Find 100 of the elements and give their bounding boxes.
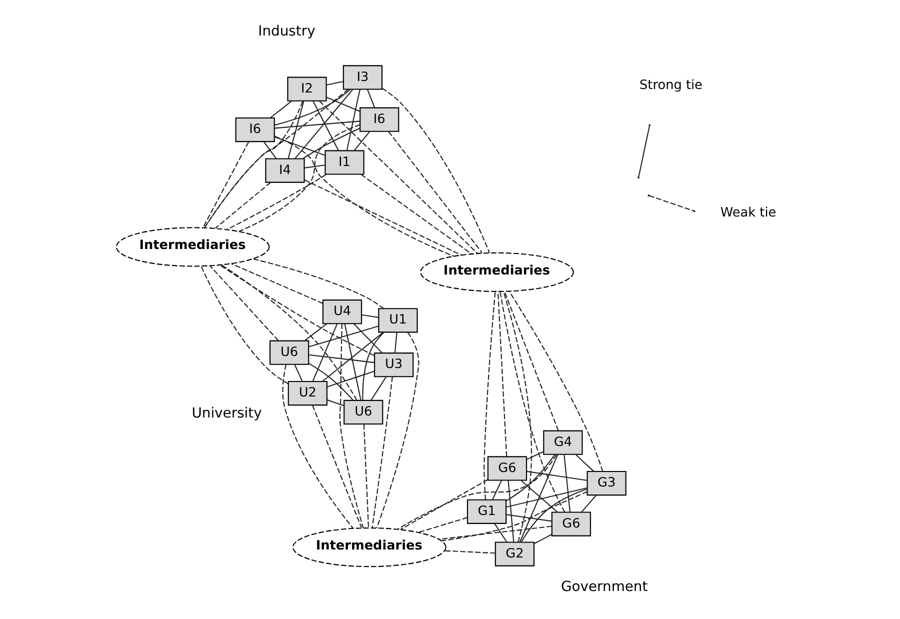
node-box: G3 xyxy=(586,470,626,496)
connector xyxy=(371,376,392,528)
node-box: G2 xyxy=(494,542,534,566)
connector xyxy=(304,179,462,256)
connector xyxy=(338,324,364,528)
connector xyxy=(252,258,384,310)
connector xyxy=(370,376,386,401)
connector xyxy=(200,266,288,384)
connector xyxy=(344,324,361,400)
connector xyxy=(312,323,338,382)
node-box: G6 xyxy=(486,456,527,481)
legend-label: Strong tie xyxy=(639,78,702,93)
connector xyxy=(308,362,353,400)
connector xyxy=(438,526,552,540)
connector xyxy=(520,480,558,513)
connector xyxy=(294,88,353,159)
label: Government xyxy=(560,578,648,595)
connector xyxy=(321,332,383,382)
label: Industry xyxy=(258,23,315,40)
node-ellipse: Intermediaries xyxy=(420,252,574,292)
connector xyxy=(274,136,325,156)
node-box: G6 xyxy=(550,512,590,536)
connector xyxy=(499,291,565,512)
node-box: U6 xyxy=(268,340,309,365)
connector xyxy=(494,523,507,542)
connector xyxy=(270,100,292,118)
connector xyxy=(361,314,378,318)
connector xyxy=(574,454,594,472)
connector xyxy=(520,488,587,542)
connector xyxy=(308,326,378,348)
node-box: I1 xyxy=(324,150,364,175)
connector xyxy=(506,487,587,508)
node-box: U6 xyxy=(343,400,383,425)
connector xyxy=(204,101,303,228)
connector xyxy=(418,517,468,533)
connector xyxy=(496,291,507,457)
connector xyxy=(274,136,454,257)
connector xyxy=(219,264,374,356)
node-box: I6 xyxy=(359,107,399,132)
node-box: I4 xyxy=(264,158,304,183)
connector xyxy=(360,174,472,254)
connector xyxy=(397,454,556,530)
connector xyxy=(376,332,419,528)
node-ellipse: Intermediaries xyxy=(292,527,446,568)
connector xyxy=(444,550,495,554)
connector xyxy=(502,291,532,542)
connector xyxy=(221,264,357,400)
connector xyxy=(326,81,343,86)
connector xyxy=(362,424,369,528)
node-box: I6 xyxy=(234,117,274,142)
legend-label: Weak tie xyxy=(720,206,776,221)
connector xyxy=(526,451,544,460)
label: University xyxy=(191,405,262,422)
connector xyxy=(353,131,370,151)
connector xyxy=(366,89,375,108)
connector xyxy=(209,266,278,341)
connector xyxy=(274,88,350,126)
connector xyxy=(230,263,322,304)
connector xyxy=(304,164,325,168)
connector xyxy=(346,89,360,151)
connector xyxy=(304,323,326,341)
connector xyxy=(287,100,304,159)
connector xyxy=(533,534,552,544)
connector xyxy=(563,454,570,512)
node-box: I2 xyxy=(286,76,326,102)
connector xyxy=(204,88,348,228)
node-box: U3 xyxy=(373,352,414,378)
connector xyxy=(294,364,302,382)
connector xyxy=(274,120,360,129)
connector xyxy=(507,480,514,542)
connector xyxy=(580,495,596,512)
connector xyxy=(308,354,374,364)
node-box: G4 xyxy=(542,430,582,455)
connector xyxy=(381,88,490,253)
connector xyxy=(518,454,558,542)
connector xyxy=(302,128,360,160)
connector xyxy=(326,96,360,112)
node-box: U2 xyxy=(287,380,327,406)
connector xyxy=(312,405,362,528)
connector xyxy=(506,514,552,522)
connector xyxy=(282,364,353,529)
node-box: I3 xyxy=(342,65,382,90)
node-box: U1 xyxy=(378,308,418,333)
connector xyxy=(388,131,482,254)
connector xyxy=(326,370,374,388)
connector xyxy=(326,399,344,406)
connector xyxy=(526,470,587,481)
connector xyxy=(226,174,326,230)
connector xyxy=(202,142,249,228)
node-box: U4 xyxy=(322,300,362,324)
connector xyxy=(483,292,496,500)
connector xyxy=(508,290,603,472)
connector xyxy=(491,480,502,500)
connector xyxy=(503,291,558,431)
connector xyxy=(505,454,555,502)
connector xyxy=(214,182,270,229)
connector xyxy=(440,491,587,542)
connector xyxy=(262,141,276,159)
connector xyxy=(394,332,397,354)
connector xyxy=(400,479,488,530)
